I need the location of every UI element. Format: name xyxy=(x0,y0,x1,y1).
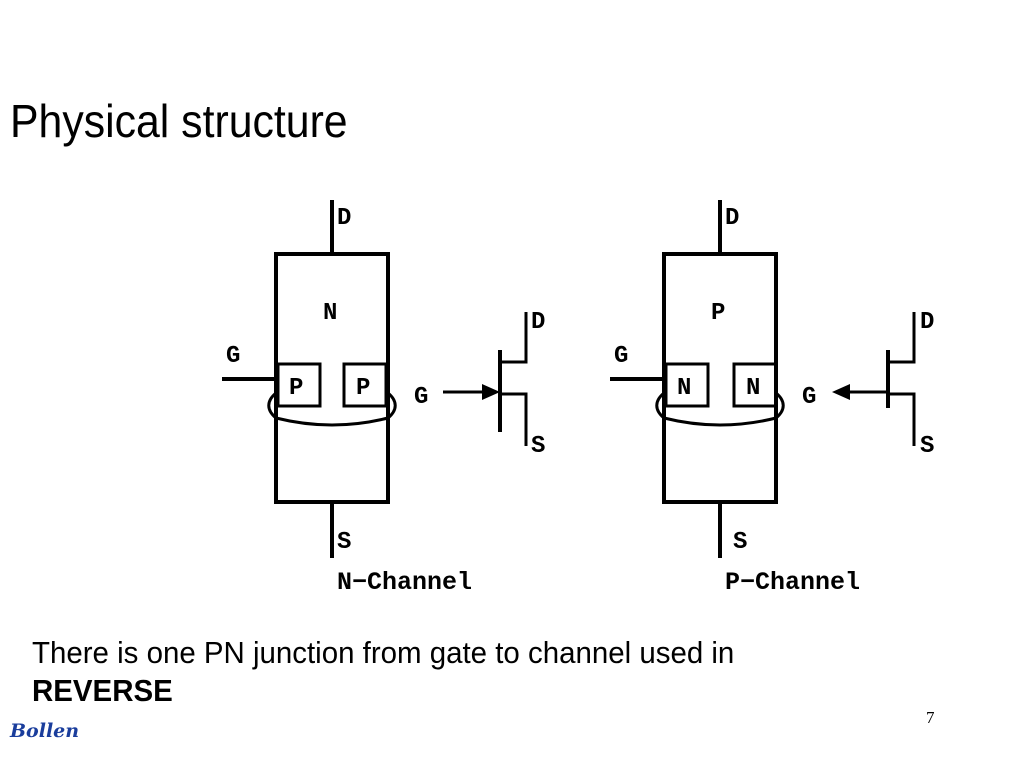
n-gate-arrow-icon xyxy=(482,384,500,400)
n-channel-label: N xyxy=(323,300,337,327)
p-gate-region-right xyxy=(732,362,778,408)
p-source-label: S xyxy=(733,529,747,556)
n-channel-symbol xyxy=(443,312,528,446)
n-drain-label: D xyxy=(337,205,351,232)
p-channel-caption: P−Channel xyxy=(725,568,860,597)
p-symbol-source-label: S xyxy=(920,433,934,460)
author-signature: Bollen xyxy=(10,720,80,742)
n-gate-region-left-label: P xyxy=(289,375,303,402)
p-channel-structure xyxy=(610,200,785,558)
p-gate-region-right-label: N xyxy=(746,375,760,402)
n-symbol-gate-label: G xyxy=(414,384,428,411)
p-gate-region-left-label: N xyxy=(677,375,691,402)
p-channel-label: P xyxy=(711,300,725,327)
n-gate-region-left xyxy=(276,362,322,408)
caption-emphasis: REVERSE xyxy=(32,673,173,708)
n-symbol-drain-label: D xyxy=(531,309,545,336)
n-gate-region-right-label: P xyxy=(356,375,370,402)
n-symbol-source-label: S xyxy=(531,433,545,460)
p-gate-arrow-icon xyxy=(832,384,850,400)
n-channel-caption: N−Channel xyxy=(337,568,472,597)
caption-text: There is one PN junction from gate to ch… xyxy=(32,635,735,670)
n-gate-connection-ellipse xyxy=(267,391,397,427)
p-symbol-drain-label: D xyxy=(920,309,934,336)
p-symbol-gate-label: G xyxy=(802,384,816,411)
n-gate-label: G xyxy=(226,343,240,370)
page-number: 7 xyxy=(926,708,935,727)
p-gate-region-left xyxy=(664,362,710,408)
p-gate-connection-ellipse xyxy=(655,391,785,427)
slide-title: Physical structure xyxy=(10,95,348,147)
p-channel-symbol xyxy=(846,312,916,446)
slide-caption: There is one PN junction from gate to ch… xyxy=(32,634,868,710)
p-drain-label: D xyxy=(725,205,739,232)
n-gate-region-right xyxy=(342,362,388,408)
n-channel-structure xyxy=(222,200,397,558)
p-gate-label: G xyxy=(614,343,628,370)
n-source-label: S xyxy=(337,529,351,556)
